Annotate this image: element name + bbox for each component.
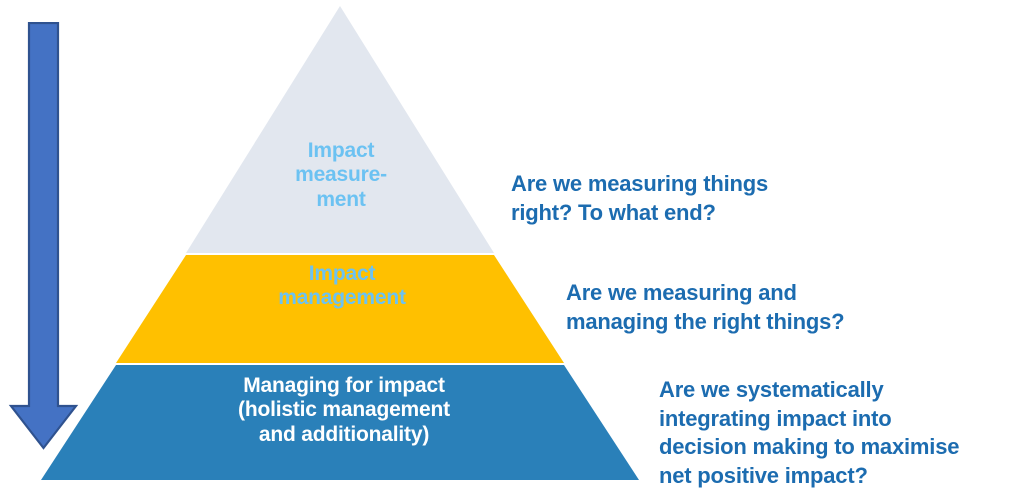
question-callout-middle: Are we measuring and managing the right … — [566, 280, 845, 334]
pyramid-shape — [41, 6, 639, 480]
pyramid-tier-bottom — [41, 365, 639, 480]
pyramid-tier-top — [186, 6, 494, 253]
question-callout-bottom: Are we systematically integrating impact… — [659, 377, 960, 488]
question-callout-top: Are we measuring things right? To what e… — [511, 171, 769, 225]
pyramid-tier-bottom-label: Managing for impact (holistic management… — [238, 374, 450, 446]
downward-arrow-icon — [8, 22, 79, 450]
pyramid-tier-middle — [116, 255, 564, 363]
pyramid-tier-top-label: Impact measure- ment — [295, 139, 387, 211]
pyramid-tier-middle-label: Impact management — [278, 262, 406, 310]
